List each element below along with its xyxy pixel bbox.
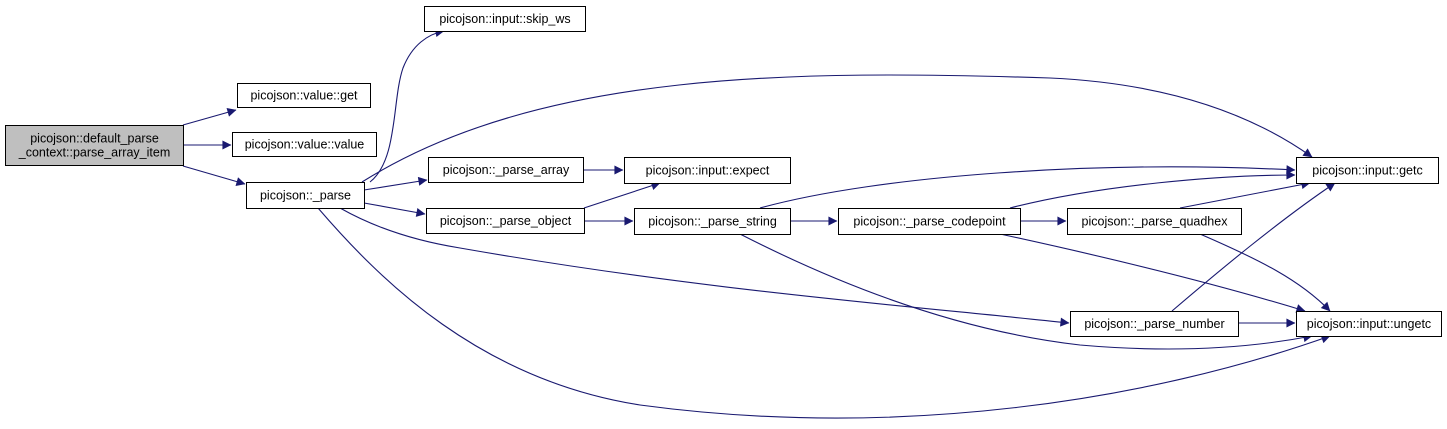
node-root[interactable]: picojson::default_parse_context::parse_a… [5,125,184,166]
node-label: picojson::_parse_object [440,214,572,228]
node-box [232,132,377,157]
nodes-layer: picojson::default_parse_context::parse_a… [5,6,1442,337]
edge-parse-codepoint-to-ungetc [999,233,1306,313]
edge-parse-to-skip-ws [369,28,445,183]
node-box [1296,311,1442,337]
node-box [424,6,586,32]
node-box [1067,208,1242,235]
node-label: picojson::_parse_number [1084,317,1224,331]
edge-root-to-parse [182,165,246,186]
edge-parse-to-getc [361,74,1313,183]
node-value-value[interactable]: picojson::value::value [232,132,377,157]
edges-layer [182,28,1336,419]
node-label: picojson::_parse_codepoint [853,215,1006,229]
node-box [5,125,184,166]
node-label: picojson::input::skip_ws [439,12,570,26]
edge-root-to-value-get [182,107,237,126]
edge-parse-to-ungetc [317,207,1331,419]
node-label: picojson::value::value [245,138,365,152]
edge-parse-to-parse-number [339,207,1070,327]
node-box [426,208,585,234]
node-expect[interactable]: picojson::input::expect [624,157,791,184]
edge-parse-number-to-getc [1171,182,1336,312]
node-label: picojson::input::getc [1312,164,1423,178]
node-label: picojson::_parse_string [648,215,777,229]
node-label: picojson::_parse [260,189,351,203]
node-parse-number[interactable]: picojson::_parse_number [1070,311,1239,337]
edge-parse-object-to-expect [583,181,661,209]
node-box [246,182,365,209]
node-getc[interactable]: picojson::input::getc [1296,157,1439,184]
edge-parse-string-to-ungetc [739,233,1313,350]
node-box [624,157,791,184]
edge-parse-string-to-getc [759,165,1296,209]
node-box [237,83,371,108]
node-label: picojson::input::ungetc [1307,317,1431,331]
edge-parse-to-parse-array [363,176,428,191]
edge-parse-quadhex-to-ungetc [1199,233,1331,312]
node-label: picojson::value::get [250,89,358,103]
node-ungetc[interactable]: picojson::input::ungetc [1296,311,1442,337]
node-skip-ws[interactable]: picojson::input::skip_ws [424,6,586,32]
node-parse[interactable]: picojson::_parse [246,182,365,209]
node-box [1296,157,1439,184]
node-label: picojson::default_parse [30,132,159,146]
node-label: _context::parse_array_item [18,146,170,160]
node-box [428,157,584,183]
edge-parse-codepoint-to-getc [1009,170,1296,209]
edge-parse-quadhex-to-getc [1179,180,1311,209]
node-parse-string[interactable]: picojson::_parse_string [634,208,791,235]
node-box [1070,311,1239,337]
node-parse-object[interactable]: picojson::_parse_object [426,208,585,234]
node-parse-array[interactable]: picojson::_parse_array [428,157,584,183]
node-parse-quadhex[interactable]: picojson::_parse_quadhex [1067,208,1242,235]
node-value-get[interactable]: picojson::value::get [237,83,371,108]
node-label: picojson::_parse_array [443,163,570,177]
node-label: picojson::_parse_quadhex [1082,215,1229,229]
edge-parse-to-parse-object [363,202,426,217]
node-label: picojson::input::expect [646,164,770,178]
node-box [838,208,1021,235]
node-parse-codepoint[interactable]: picojson::_parse_codepoint [838,208,1021,235]
node-box [634,208,791,235]
